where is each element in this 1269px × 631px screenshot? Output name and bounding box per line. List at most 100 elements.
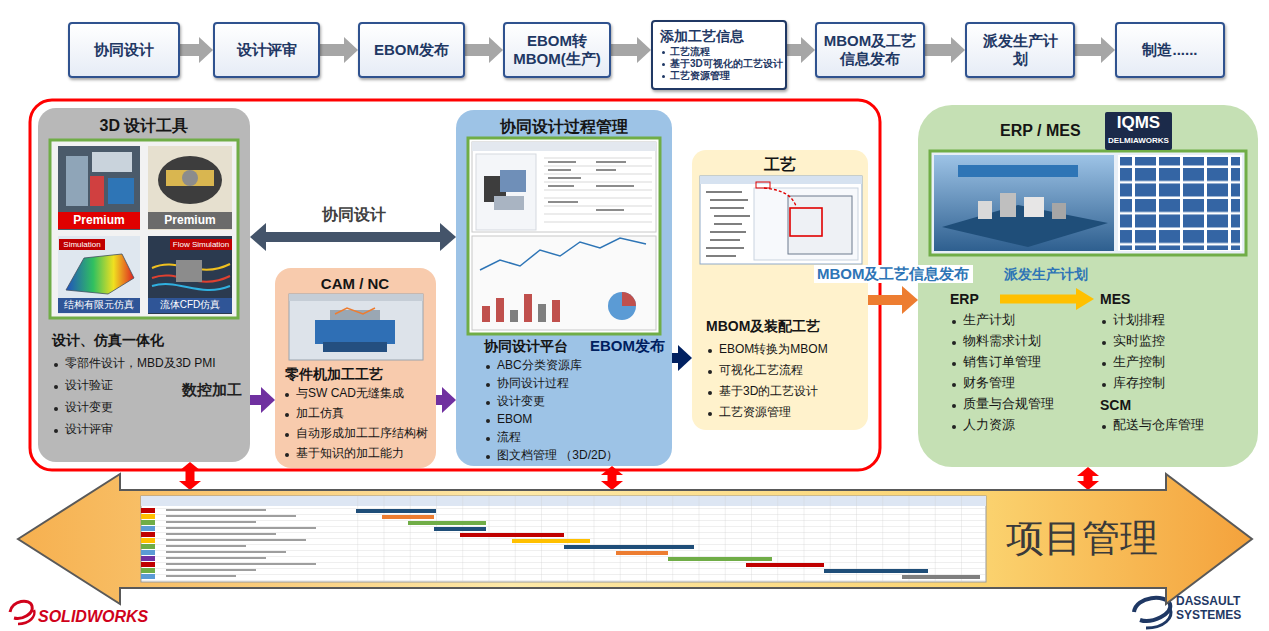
bullet-item: 与SW CAD无缝集成 <box>283 386 404 401</box>
panel-title: CAM / NC <box>321 275 389 294</box>
fea-tile <box>58 236 140 314</box>
cfd-tile <box>148 236 232 314</box>
flow-label: 派发生产计划 <box>1004 266 1088 283</box>
tool-panel: 工艺MBOM及装配工艺EBOM转换为MBOM可视化工艺流程基于3D的工艺设计工艺… <box>692 150 868 430</box>
flow-arrow <box>1084 476 1093 481</box>
gantt-chart-part <box>746 563 824 567</box>
process-screenshot-part <box>788 196 852 254</box>
process-step: 制造...... <box>1115 22 1225 78</box>
cam-screenshot-part <box>315 320 395 344</box>
brand-logo-part <box>10 601 32 618</box>
bullet-item: 生产计划 <box>950 313 1015 329</box>
flow-arrow <box>320 44 344 56</box>
gantt-chart-part <box>141 508 155 513</box>
bullet-item: 设计变更 <box>484 394 545 409</box>
erp-images-part <box>1120 157 1240 250</box>
erp-images-part <box>1000 295 1076 304</box>
bullet-item: 配送与仓库管理 <box>1100 418 1204 434</box>
bullet-item: EBOM <box>484 412 532 427</box>
process-screenshot-part <box>754 188 858 260</box>
gantt-chart-part <box>141 526 155 531</box>
process-step: 设计评审 <box>213 22 320 78</box>
section-title: MBOM及装配工艺 <box>706 318 820 336</box>
bullet-item: ABC分类资源库 <box>484 358 582 373</box>
region-outline <box>30 100 880 470</box>
cfd-tile-part <box>170 239 232 250</box>
process-screenshot-part <box>764 188 796 206</box>
bullet-item: 协同设计过程 <box>484 376 569 391</box>
cad-tile-part <box>58 212 140 229</box>
logo-text: SOLIDWORKS <box>38 607 148 626</box>
flow-arrow <box>250 395 261 405</box>
fea-tile-part <box>58 298 140 313</box>
panel-title: 工艺 <box>764 155 796 175</box>
gantt-chart-part <box>141 520 155 525</box>
logo-text: DELMIAWORKS <box>1105 136 1172 146</box>
section-title: 零件机加工工艺 <box>285 366 383 384</box>
tool-panel: 3D 设计工具设计、仿真一体化零部件设计，MBD及3D PMI设计验证设计变更设… <box>38 108 250 462</box>
platform-screenshot-part <box>472 142 656 151</box>
erp-images-part <box>934 155 1114 251</box>
step-label: EBOM转 MBOM(生产) <box>511 32 603 68</box>
bullet-item: 库存控制 <box>1100 376 1165 392</box>
cad-tile-part <box>58 146 140 230</box>
step-title: 添加工艺信息 <box>660 28 744 45</box>
gantt-chart-part <box>356 496 986 582</box>
flow-arrow <box>465 44 489 56</box>
bullet-item: 设计评审 <box>52 422 113 437</box>
bullet-item: EBOM转换为MBOM <box>706 342 828 357</box>
cfd-tile-part <box>148 236 232 314</box>
step-bullet: 基于3D可视化的工艺设计 <box>660 58 783 70</box>
image-caption: 结构有限元仿真 <box>58 299 140 311</box>
bullet-item: 人力资源 <box>950 418 1015 434</box>
step-bullet: 工艺资源管理 <box>660 70 730 82</box>
cam-screenshot-part <box>289 294 423 360</box>
step-label: 制造...... <box>1142 41 1197 59</box>
step-label: 派发生产计 划 <box>973 32 1067 68</box>
bullet-item: 计划排程 <box>1100 313 1165 329</box>
step-label: EBOM发布 <box>374 41 449 59</box>
gantt-chart-part <box>616 551 668 555</box>
panel-title: 3D 设计工具 <box>100 116 189 136</box>
gantt-chart-part <box>141 532 155 537</box>
fea-tile-part <box>58 236 140 314</box>
section-title: 设计、仿真一体化 <box>52 332 164 350</box>
cam-screenshot-part <box>335 308 375 314</box>
cad-tile <box>148 146 232 230</box>
cad-tile-part <box>148 146 232 230</box>
erp-images-part <box>1052 203 1066 219</box>
gantt-chart-part <box>382 515 434 519</box>
cad-tile-part <box>166 170 214 186</box>
platform-screenshot-part <box>608 292 636 320</box>
platform-screenshot-part <box>524 294 532 322</box>
process-step: 添加工艺信息工艺流程基于3D可视化的工艺设计工艺资源管理 <box>651 20 787 90</box>
step-bullet: 工艺流程 <box>660 46 710 58</box>
gantt-chart-part <box>356 509 436 513</box>
section-title: SCM <box>1100 397 1131 415</box>
flow-arrow <box>266 232 440 242</box>
image-caption: 流体CFD仿真 <box>148 299 232 311</box>
flow-arrow <box>611 44 637 56</box>
cad-tile <box>58 146 140 230</box>
bullet-item: 设计变更 <box>52 400 113 415</box>
brand-logo-part <box>18 610 34 624</box>
bullet-item: 实时监控 <box>1100 334 1165 350</box>
gantt-chart <box>141 496 986 582</box>
platform-screenshot-part <box>622 292 636 306</box>
bullet-item: 基于3D的工艺设计 <box>706 384 818 399</box>
tool-panel: 协同设计过程管理协同设计平台ABC分类资源库协同设计过程设计变更EBOM流程图文… <box>456 110 672 466</box>
bullet-item: 可视化工艺流程 <box>706 363 803 378</box>
erp-images-part <box>958 165 1078 177</box>
section-title: ERP <box>950 291 979 309</box>
bullet-item: 自动形成加工工序结构树 <box>283 426 428 441</box>
process-screenshot-part <box>756 182 770 188</box>
gantt-chart-part <box>141 562 155 567</box>
erp-images-part <box>1024 197 1044 217</box>
bullet-item: 销售订单管理 <box>950 355 1041 371</box>
erp-images-part <box>930 151 1246 255</box>
tool-panel: CAM / NC零件机加工工艺与SW CAD无缝集成加工仿真自动形成加工工序结构… <box>275 268 436 468</box>
bullet-item: 零部件设计，MBD及3D PMI <box>52 356 216 371</box>
platform-screenshot-part <box>496 298 504 322</box>
image-caption: Simulation <box>59 240 105 250</box>
logo-text: IQMS <box>1105 113 1172 133</box>
